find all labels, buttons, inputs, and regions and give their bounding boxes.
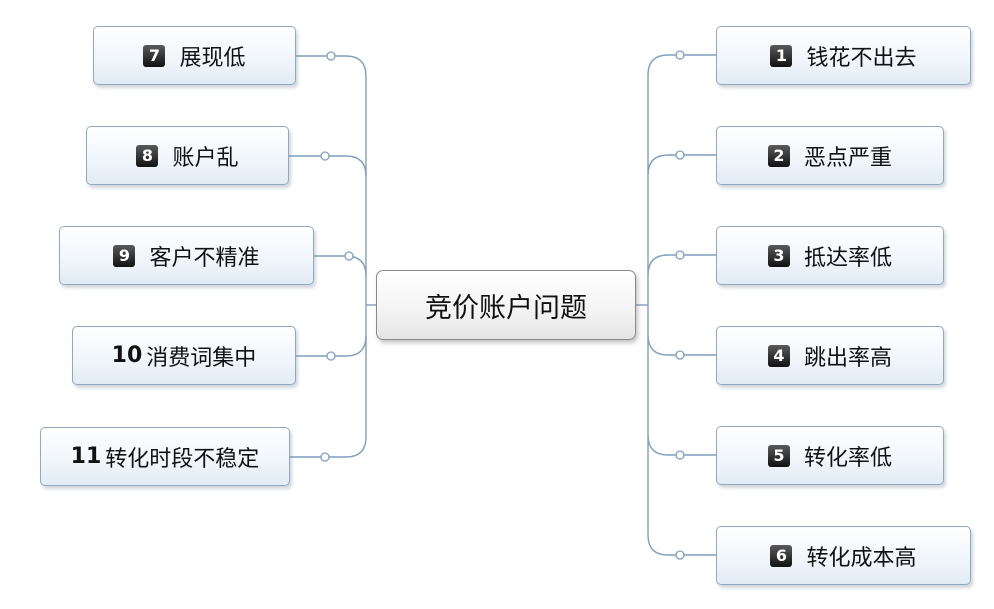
topic-label-6: 转化成本高 (806, 545, 917, 571)
branch-line-9 (314, 255, 367, 277)
central-topic-label: 竞价账户问题 (425, 292, 587, 324)
branch-line-4 (647, 334, 716, 356)
branch-line-6 (647, 534, 716, 556)
topic-label-2: 恶点严重 (803, 145, 892, 171)
branch-line-11 (290, 436, 367, 458)
topic-label-3: 抵达率低 (803, 245, 892, 271)
topic-label-10: 消费词集中 (146, 345, 257, 371)
topic-5[interactable]: 5 转化率低 (716, 426, 944, 485)
number-label-10: 10 (111, 343, 143, 368)
topic-label-9: 客户不精准 (149, 245, 260, 271)
number-badge-5: 5 (767, 444, 790, 467)
topic-10[interactable]: 10 消费词集中 (72, 326, 296, 385)
connector-dot (675, 550, 685, 560)
topic-1[interactable]: 1 钱花不出去 (716, 26, 971, 85)
branch-line-2 (647, 154, 716, 176)
number-label-11: 11 (70, 444, 102, 469)
number-badge-4: 4 (767, 344, 790, 367)
number-badge-2: 2 (767, 144, 790, 167)
branch-line-1 (647, 54, 716, 76)
branch-line-8 (289, 155, 367, 177)
connector-dot (675, 350, 685, 360)
central-topic[interactable]: 竞价账户问题 (376, 270, 636, 340)
branch-line-5 (647, 434, 716, 456)
connector-dot (320, 452, 330, 462)
connector-dot (675, 250, 685, 260)
topic-label-8: 账户乱 (172, 145, 239, 171)
number-badge-8: 8 (136, 144, 159, 167)
branch-line-3 (647, 254, 716, 276)
connector-dot (320, 151, 330, 161)
connector-dot (675, 50, 685, 60)
connector-dot (344, 251, 354, 261)
topic-label-7: 展现低 (179, 45, 246, 71)
topic-4[interactable]: 4 跳出率高 (716, 326, 944, 385)
number-badge-9: 9 (113, 244, 136, 267)
topic-label-4: 跳出率高 (803, 345, 892, 371)
topic-9[interactable]: 9 客户不精准 (59, 226, 314, 285)
branch-line-10 (296, 335, 367, 357)
branch-line-7 (296, 55, 367, 77)
topic-11[interactable]: 11 转化时段不稳定 (40, 427, 290, 486)
connector-dot (675, 450, 685, 460)
topic-label-1: 钱花不出去 (806, 45, 917, 71)
connector-dot (675, 150, 685, 160)
topic-8[interactable]: 8 账户乱 (86, 126, 289, 185)
number-badge-1: 1 (770, 44, 793, 67)
topic-6[interactable]: 6 转化成本高 (716, 526, 971, 585)
topic-label-5: 转化率低 (803, 445, 892, 471)
number-badge-7: 7 (143, 44, 166, 67)
topic-3[interactable]: 3 抵达率低 (716, 226, 944, 285)
topic-2[interactable]: 2 恶点严重 (716, 126, 944, 185)
number-badge-3: 3 (767, 244, 790, 267)
topic-7[interactable]: 7 展现低 (93, 26, 296, 85)
connector-dot (326, 51, 336, 61)
topic-label-11: 转化时段不稳定 (105, 446, 260, 472)
connector-dot (326, 351, 336, 361)
number-badge-6: 6 (770, 544, 793, 567)
